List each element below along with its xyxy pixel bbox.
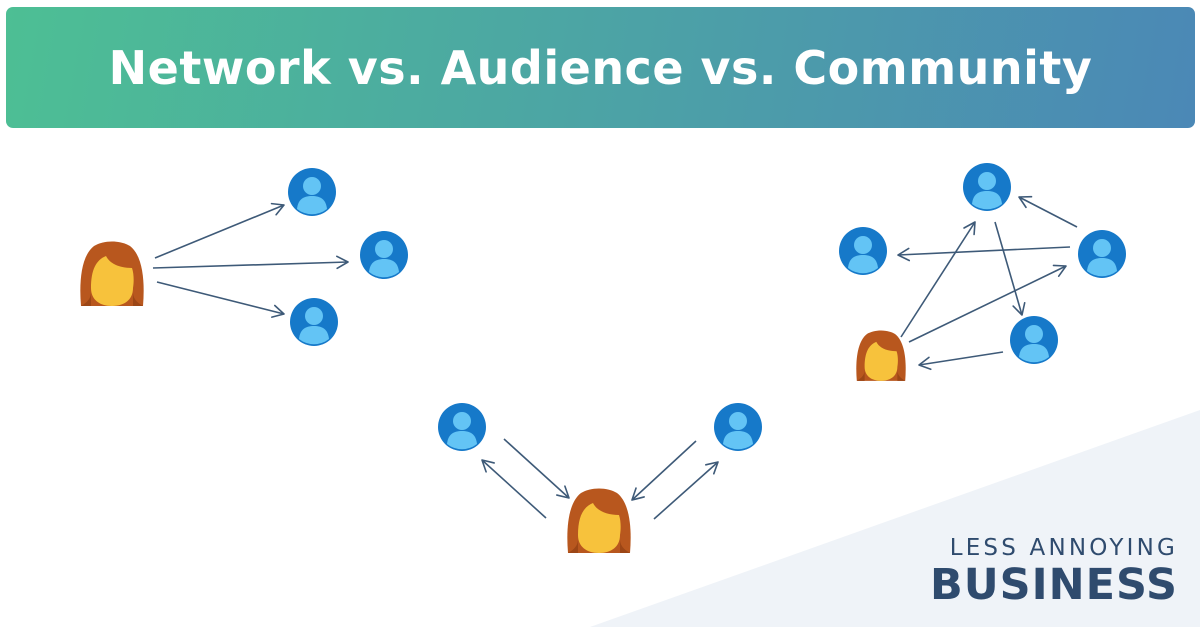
community-arrow	[900, 221, 976, 338]
user-circle-icon	[290, 298, 338, 346]
brand-logo: LESS ANNOYING BUSINESS	[898, 534, 1178, 608]
brand-logo-line2: BUSINESS	[929, 560, 1178, 610]
woman-avatar-icon	[567, 488, 631, 553]
community-arrows	[897, 195, 1078, 371]
title-banner: Network vs. Audience vs. Community	[6, 7, 1195, 128]
community-arrow	[897, 246, 1071, 262]
woman-avatar-icon	[856, 330, 906, 381]
community-arrow	[918, 351, 1004, 371]
audience-arrow	[481, 459, 547, 519]
user-circle-icon	[963, 163, 1011, 211]
audience-arrow	[631, 440, 697, 501]
network-arrow	[154, 202, 285, 259]
user-circle-icon	[1010, 316, 1058, 364]
community-arrow	[1018, 195, 1078, 228]
audience-arrow	[653, 461, 719, 520]
woman-avatars	[80, 241, 906, 553]
woman-avatar-icon	[80, 241, 144, 306]
network-arrows	[152, 202, 349, 318]
contact-icons	[288, 163, 1126, 451]
user-circle-icon	[714, 403, 762, 451]
user-circle-icon	[360, 231, 408, 279]
audience-arrow	[503, 438, 570, 499]
corner-background-shape	[590, 410, 1200, 627]
user-circle-icon	[438, 403, 486, 451]
page-title: Network vs. Audience vs. Community	[108, 40, 1093, 95]
user-circle-icon	[288, 168, 336, 216]
user-circle-icon	[1078, 230, 1126, 278]
audience-arrows	[481, 438, 719, 520]
user-circle-icon	[839, 227, 887, 275]
brand-logo-line1: LESS ANNOYING	[949, 535, 1178, 561]
network-arrow	[152, 255, 349, 270]
community-arrow	[994, 221, 1026, 316]
community-arrow	[908, 264, 1067, 343]
network-arrow	[156, 281, 285, 318]
